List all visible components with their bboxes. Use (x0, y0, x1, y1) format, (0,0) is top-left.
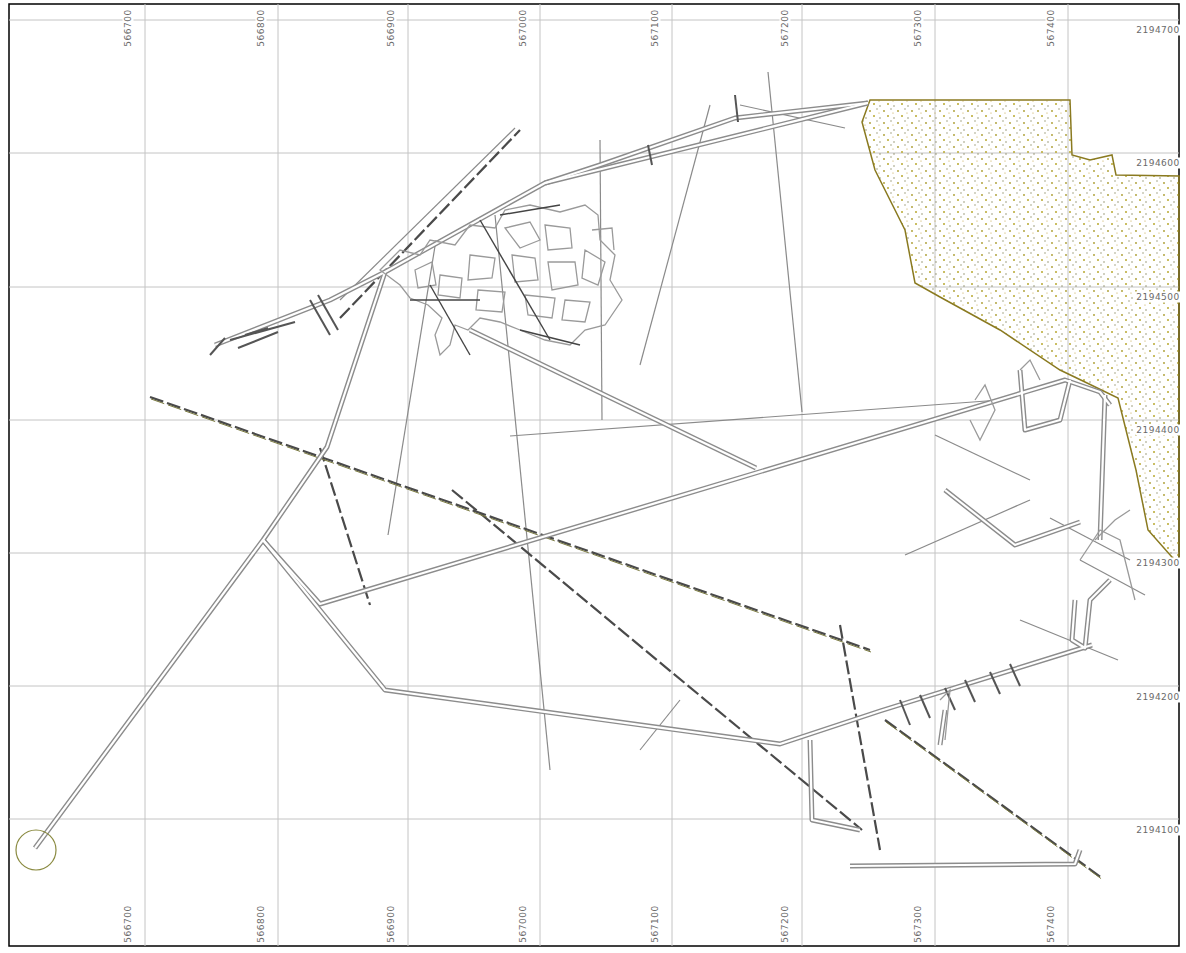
easting-label: 567200 (780, 8, 791, 47)
easting-label: 566700 (123, 904, 134, 943)
northing-label: 2194400 (1135, 425, 1181, 436)
easting-label: 566800 (256, 8, 267, 47)
easting-label: 567100 (650, 8, 661, 47)
easting-label: 567400 (1046, 904, 1057, 943)
northing-label: 2194100 (1135, 825, 1181, 836)
easting-label: 566800 (256, 904, 267, 943)
easting-label: 566900 (386, 904, 397, 943)
easting-label: 567000 (518, 904, 529, 943)
easting-label: 566900 (386, 8, 397, 47)
easting-label: 567300 (913, 904, 924, 943)
northing-label: 2194300 (1135, 558, 1181, 569)
northing-label: 2194700 (1135, 25, 1181, 36)
easting-label: 567100 (650, 904, 661, 943)
northing-label: 2194500 (1135, 292, 1181, 303)
easting-label: 567000 (518, 8, 529, 47)
northing-label: 2194200 (1135, 692, 1181, 703)
easting-label: 567400 (1046, 8, 1057, 47)
easting-label: 566700 (123, 8, 134, 47)
easting-label: 567300 (913, 8, 924, 47)
easting-label: 567200 (780, 904, 791, 943)
northing-label: 2194600 (1135, 158, 1181, 169)
